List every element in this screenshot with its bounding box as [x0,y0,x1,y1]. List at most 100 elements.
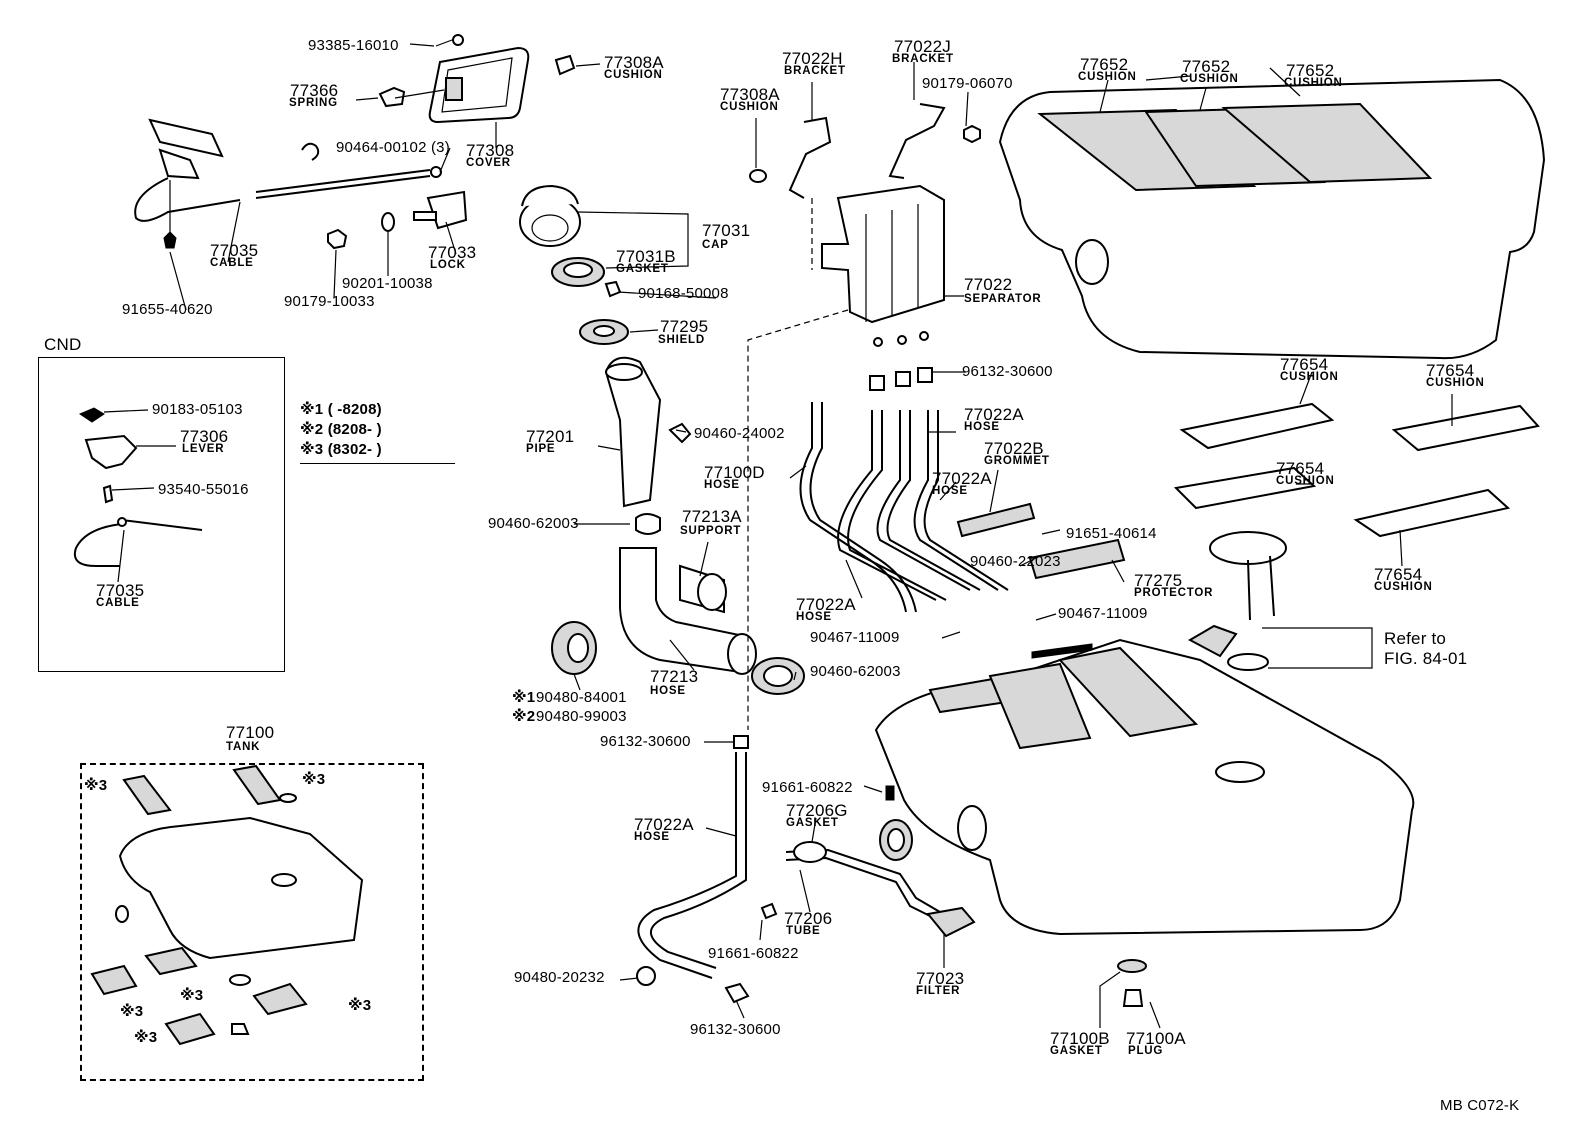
cover-assembly-drawing [378,34,576,124]
part-77654-3-number: 77654 [1276,459,1325,478]
part-93385-16010-number: 93385-16010 [308,37,399,54]
part-77654-2-number: 77654 [1426,361,1475,380]
part-77206G-name: GASKET [786,817,839,829]
part-91655-number: 91655-40620 [122,301,213,318]
part-77213A-name: SUPPORT [680,525,742,537]
leader-lines [103,43,1453,1019]
note-2: ※2 (8208- ) [300,421,382,438]
part-77022A-2-number: 77022A [932,469,992,488]
part-77654-3-name: CUSHION [1276,475,1335,487]
part-77366-number: 77366 [290,81,339,100]
part-90464-number: 90464-00102 (3) [336,139,450,156]
part-96132-b-number: 96132-30600 [600,733,691,750]
part-77031B-number: 77031B [616,247,676,266]
part-96132-c-number: 96132-30600 [690,1021,781,1038]
part-77022J-number: 77022J [894,37,951,56]
part-90183-number: 90183-05103 [152,401,243,418]
part-77654-1-name: CUSHION [1280,371,1339,383]
part-77031-number: 77031 [702,221,751,240]
tank-kit-drawing [90,764,364,1046]
part-93540-number: 93540-55016 [158,481,249,498]
note-1: ※1 ( -8208) [300,401,382,418]
note-3: ※3 (8302- ) [300,441,382,458]
part-77652-1-number: 77652 [1080,55,1129,74]
part-77201-number: 77201 [526,427,575,446]
part-77308-name: COVER [466,157,511,169]
mark-2: ※2 [512,708,536,725]
part-77023-number: 77023 [916,969,965,988]
part-77100B-name: GASKET [1050,1045,1103,1057]
part-77308A-top-name: CUSHION [604,69,663,81]
part-77654-4-name: CUSHION [1374,581,1433,593]
part-90480-99003-number: 90480-99003 [536,708,627,725]
cnd-legend-box [38,357,285,672]
part-77031B-name: GASKET [616,263,669,275]
part-77035-top-number: 77035 [210,241,259,260]
kit-mark-3-f: ※3 [134,1029,158,1046]
filler-cap-drawing [519,184,689,345]
part-77022-number: 77022 [964,275,1013,294]
refer-line-1: Refer to [1384,629,1447,648]
part-77022A-1-name: HOSE [964,421,1000,433]
part-77100D-number: 77100D [704,463,765,482]
part-77022A-1-number: 77022A [964,405,1024,424]
part-77295-number: 77295 [660,317,709,336]
part-77275-number: 77275 [1134,571,1183,590]
part-90480-20232-number: 90480-20232 [514,969,605,986]
part-91661-b-number: 91661-60822 [708,945,799,962]
part-77035-cnd-number: 77035 [96,581,145,600]
part-77022A-4-name: HOSE [634,831,670,843]
part-77031-name: CAP [702,239,729,251]
part-77654-4-number: 77654 [1374,565,1423,584]
part-77275-name: PROTECTOR [1134,587,1214,599]
part-91661-a-number: 91661-60822 [762,779,853,796]
part-90179-06070-number: 90179-06070 [922,75,1013,92]
kit-mark-3-c: ※3 [120,1003,144,1020]
part-77022-name: SEPARATOR [964,293,1042,305]
part-77022A-2-name: HOSE [932,485,968,497]
part-90480-84001-number: 90480-84001 [536,689,627,706]
part-91651-number: 91651-40614 [1066,525,1157,542]
cnd-legend-drawing [74,407,203,567]
part-77654-1-number: 77654 [1280,355,1329,374]
cushion-pads-drawing [1173,402,1540,538]
part-90168-number: 90168-50008 [638,285,729,302]
part-77652-3-name: CUSHION [1284,77,1343,89]
part-77308A-top-number: 77308A [604,53,664,72]
part-77652-2-name: CUSHION [1180,73,1239,85]
cable-assembly-drawing [134,118,468,250]
part-77100-name: TANK [226,741,261,753]
part-77213-name: HOSE [650,685,686,697]
part-77033-number: 77033 [428,243,477,262]
drain-plug-drawing [1099,959,1161,1029]
part-96132-a-number: 96132-30600 [962,363,1053,380]
fuel-tube-drawing [760,785,976,938]
part-77100D-name: HOSE [704,479,740,491]
part-90179-10033-number: 90179-10033 [284,293,375,310]
notes-underline [300,463,455,464]
part-90460-62003-a-number: 90460-62003 [488,515,579,532]
part-90201-number: 90201-10038 [342,275,433,292]
part-77035-top-name: CABLE [210,257,254,269]
fuel-sender-drawing [1187,531,1373,671]
kit-mark-3-e: ※3 [348,997,372,1014]
part-77206G-number: 77206G [786,801,848,820]
part-77033-name: LOCK [430,259,466,271]
part-77213A-number: 77213A [682,507,742,526]
separator-drawing [747,103,981,730]
part-77022B-number: 77022B [984,439,1044,458]
part-77100A-number: 77100A [1126,1029,1186,1048]
part-77022A-4-number: 77022A [634,815,694,834]
part-77306-name: LEVER [182,443,225,455]
part-77201-name: PIPE [526,443,556,455]
part-77213-number: 77213 [650,667,699,686]
part-77100A-name: PLUG [1128,1045,1164,1057]
part-77308A-mid-name: CUSHION [720,101,779,113]
part-90467-b-number: 90467-11009 [810,629,900,646]
part-77652-1-name: CUSHION [1078,71,1137,83]
diagram-code: MB C072-K [1440,1097,1520,1114]
part-77654-2-name: CUSHION [1426,377,1485,389]
part-90467-a-number: 90467-11009 [1058,605,1148,622]
filler-pipe-drawing [551,356,805,695]
